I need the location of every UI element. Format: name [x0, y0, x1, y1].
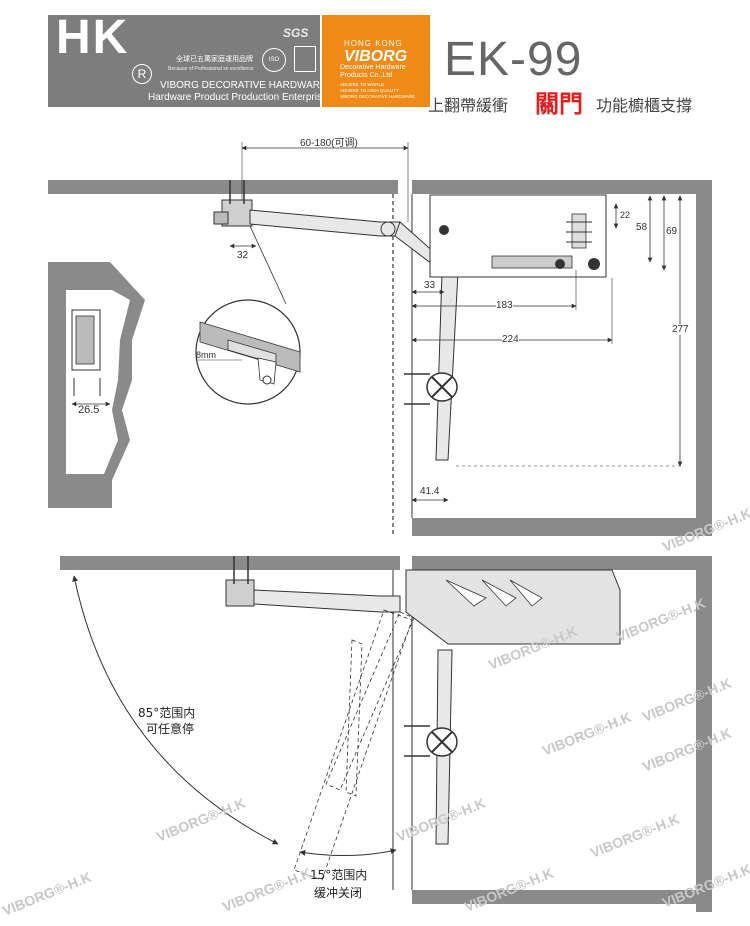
- range-15-annotation: 15°范围内: [310, 866, 367, 883]
- dim-span-label: 60-180(可调): [300, 138, 358, 149]
- range-85-annotation: 85°范围内: [138, 704, 195, 721]
- range-15-degree: 15°: [310, 868, 332, 882]
- dim-224-label: 224: [502, 334, 519, 345]
- dim-8mm-label: 8mm: [196, 350, 216, 360]
- bottom-cabinet-floor: [412, 890, 712, 904]
- dim-58-label: 58: [636, 222, 648, 233]
- hong-kong-label: HONG KONG: [344, 39, 403, 48]
- dim-183-label: 183: [496, 300, 513, 311]
- hk-logo: HK: [56, 11, 130, 64]
- subtitle-part-c: 功能櫥櫃支撐: [596, 96, 693, 115]
- viborg-tiny-line-1: ADHERE TO WORLD: [340, 82, 385, 87]
- range-85-degree: 85°: [138, 706, 160, 720]
- model-number: EK-99: [444, 33, 583, 86]
- dim-32-label: 32: [237, 250, 249, 261]
- brand-english-line-2: Hardware Product Production Enterprise: [148, 92, 328, 103]
- viborg-tiny-line-2: ADHERE TO HIGH QUALITY: [340, 88, 400, 93]
- lift-arm-vertical: [435, 271, 459, 461]
- arc-85-degree: [72, 575, 279, 845]
- range-85-line-1: 范围内: [159, 706, 196, 720]
- door-swing-dashed: [293, 609, 413, 881]
- dim-41-4-label: 41.4: [420, 486, 440, 497]
- brand-chinese-text: 全球已五萬家庭運用品牌: [176, 55, 253, 63]
- registered-trademark-icon: R: [132, 64, 152, 84]
- bottom-top-shelf: [60, 556, 400, 570]
- viborg-sub-line-1: Decorative Hardware: [340, 64, 406, 71]
- dim-69-label: 69: [666, 226, 678, 237]
- subtitle-part-a: 上翻帶緩衝: [428, 96, 509, 115]
- subtitle-part-b-highlight: 關門: [535, 90, 583, 118]
- range-15-line-1: 范围内: [331, 868, 368, 882]
- dim-26-5-label: 26.5: [78, 404, 100, 416]
- dim-277-label: 277: [672, 324, 689, 335]
- range-85-line-2: 可任意停: [146, 722, 195, 736]
- arc-15-degree: [299, 848, 397, 857]
- sgs-mark: SGS: [283, 26, 309, 40]
- lift-arm-upper: [249, 209, 401, 237]
- brand-english-line-1: VIBORG DECORATIVE HARDWARE: [160, 80, 327, 91]
- top-shelf-left: [48, 180, 398, 194]
- brand-slogan: Because of Professional so excellence: [168, 66, 254, 72]
- certification-badge-icon: [294, 46, 316, 72]
- dim-33-label: 33: [424, 280, 436, 291]
- viborg-tiny-line-3: VIBORG DECORATIVE HARDWARE: [340, 94, 416, 99]
- range-15-line-2: 缓冲关闭: [314, 886, 363, 900]
- iso-badge-icon: ISO: [262, 48, 286, 72]
- dim-22-label: 22: [620, 210, 631, 220]
- viborg-panel: [322, 15, 430, 107]
- lifted-door-panel: [405, 569, 621, 645]
- viborg-logo: VIBORG: [344, 48, 408, 65]
- viborg-sub-line-2: Products Co.,Ltd: [340, 72, 393, 79]
